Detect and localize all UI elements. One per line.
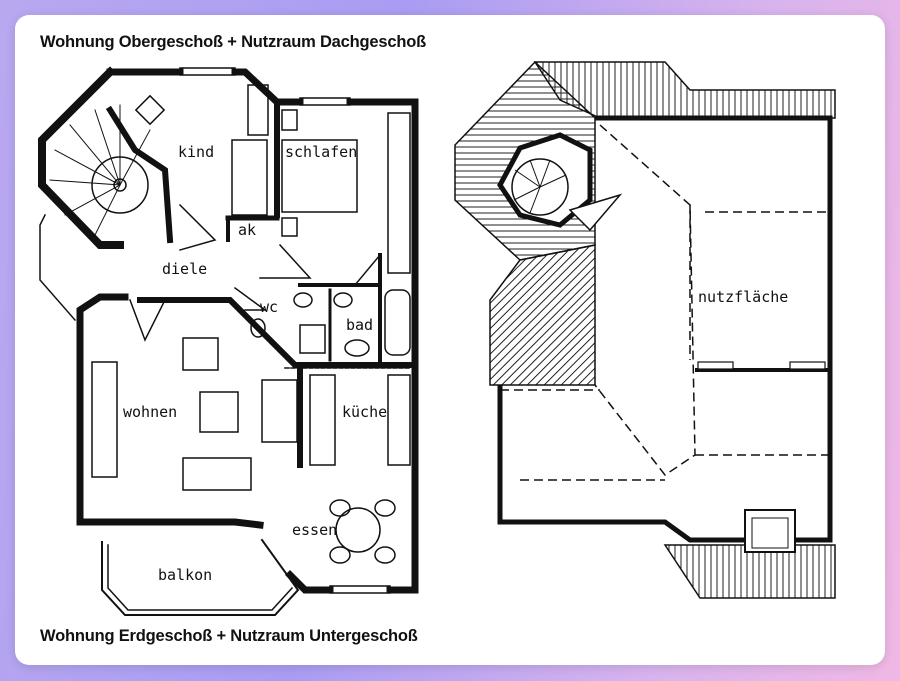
left-floor-plan [38, 66, 419, 616]
right-floor-plan [454, 60, 836, 599]
label-schlafen: schlafen [285, 143, 357, 161]
label-balkon: balkon [158, 566, 212, 584]
label-kind: kind [178, 143, 214, 161]
label-diele: diele [162, 260, 207, 278]
label-essen: essen [292, 521, 337, 539]
label-wohnen: wohnen [123, 403, 177, 421]
label-ak: ak [238, 221, 256, 239]
label-bad: bad [346, 316, 373, 334]
label-nutzflaeche: nutzfläche [698, 288, 788, 306]
label-kueche: küche [342, 403, 387, 421]
room-labels: kind schlafen ak diele wc bad wohnen küc… [123, 143, 788, 584]
label-wc: wc [260, 298, 278, 316]
floor-plan-drawing: kind schlafen ak diele wc bad wohnen küc… [38, 60, 836, 616]
floor-plan-card: Wohnung Obergeschoß + Nutzraum Dachgesch… [15, 15, 885, 665]
title-bottom: Wohnung Erdgeschoß + Nutzraum Untergesch… [40, 627, 418, 645]
title-top: Wohnung Obergeschoß + Nutzraum Dachgesch… [40, 33, 426, 51]
